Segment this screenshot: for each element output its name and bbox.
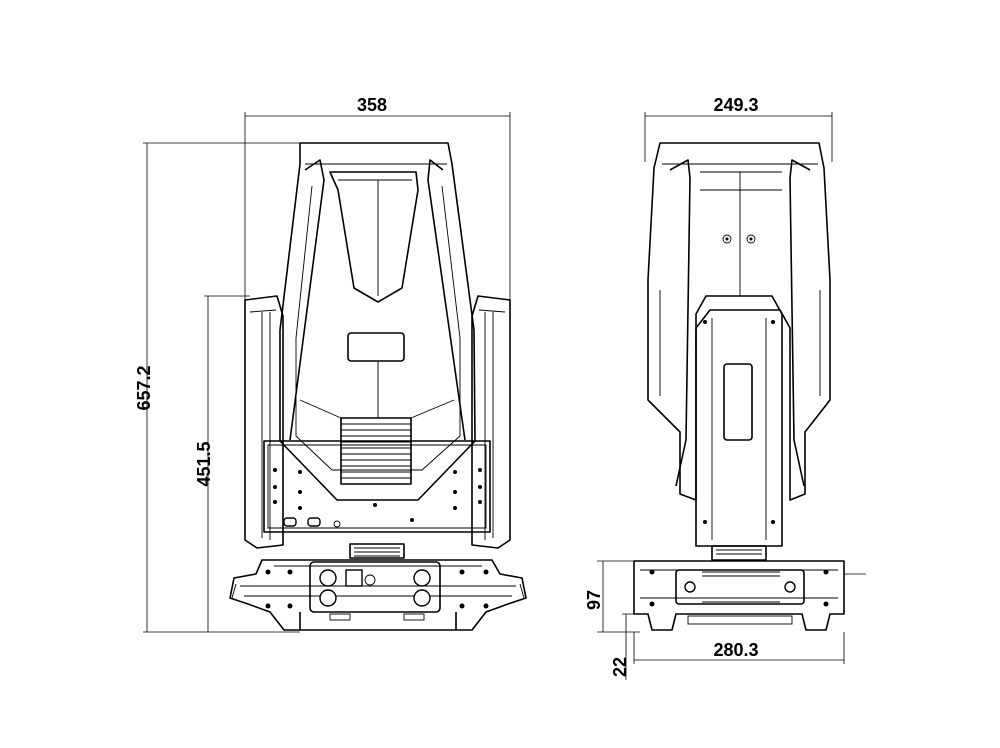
front-total-height-label: 657.2 [134, 365, 154, 410]
front-base [229, 559, 527, 631]
front-width-label: 358 [357, 95, 387, 115]
front-view: 358 657.2 451.5 [134, 95, 527, 633]
front-head [279, 142, 476, 501]
side-dimensions [597, 112, 866, 680]
side-view: 249.3 280.3 97 22 [584, 95, 866, 680]
front-lower-plate [263, 440, 491, 533]
side-head [647, 142, 831, 501]
front-dimensions [143, 112, 511, 633]
front-left-arm [244, 295, 284, 549]
side-base-width-label: 280.3 [713, 640, 758, 660]
side-neck [711, 545, 767, 561]
side-foot-height-label: 22 [610, 657, 630, 677]
side-arm [695, 295, 783, 547]
front-neck [349, 543, 405, 559]
front-arm-height-label: 451.5 [194, 441, 214, 486]
side-base [633, 560, 845, 631]
front-right-arm [471, 295, 511, 549]
side-width-label: 249.3 [713, 95, 758, 115]
side-base-height-label: 97 [584, 590, 604, 610]
